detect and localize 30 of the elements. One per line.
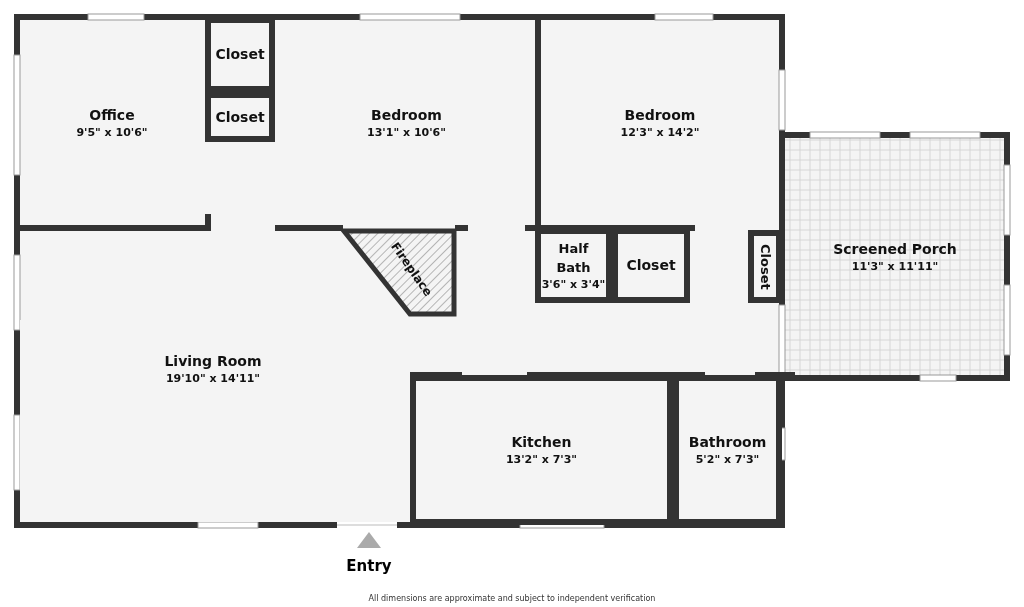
room-name: Office [89, 105, 135, 125]
room-dimensions: 11'3" x 11'11" [851, 258, 939, 274]
room-dimensions: 9'5" x 10'6" [76, 124, 148, 140]
bathroom [673, 375, 782, 525]
room-dimensions: 13'1" x 10'6" [367, 124, 446, 140]
room-name: Closet [756, 243, 774, 290]
closet [612, 228, 690, 303]
room-dimensions: 19'10" x 14'11" [165, 371, 261, 386]
room-name: Closet [215, 107, 265, 127]
room-name: Kitchen [511, 433, 572, 452]
room-name: Bathroom [688, 433, 767, 452]
room-dimensions: 3'6" x 3'4" [541, 277, 606, 292]
room-name: Living Room [164, 352, 262, 371]
room-name: Bedroom [371, 105, 442, 125]
room-name: Closet [215, 45, 265, 64]
room-dimensions: 13'2" x 7'3" [505, 452, 578, 467]
room-name: Bedroom [624, 105, 696, 125]
disclaimer-note: All dimensions are approximate and subject to independent verification [367, 594, 657, 603]
closet [205, 92, 275, 142]
room-name: Screened Porch [833, 239, 957, 259]
half-bathroom [535, 228, 612, 303]
room-dimensions: 5'2" x 7'3" [695, 452, 760, 467]
closet [205, 17, 275, 92]
fireplace [340, 228, 458, 318]
room-name: Closet [626, 256, 676, 275]
closet [748, 230, 782, 303]
room-dimensions: 12'3" x 14'2" [620, 124, 700, 140]
room-name: Half Bath [555, 240, 592, 277]
kitchen [410, 375, 673, 525]
entry-label: Entry [345, 557, 393, 575]
